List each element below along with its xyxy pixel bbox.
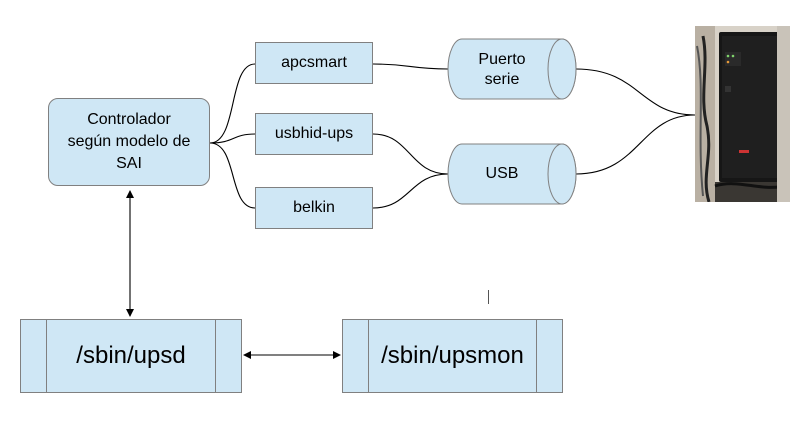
link-controller-apcsmart bbox=[209, 63, 256, 144]
driver-usbhid-ups: usbhid-ups bbox=[255, 113, 373, 155]
serial-port-label: Puerto serie bbox=[478, 51, 526, 88]
upsmon-right-bar bbox=[536, 320, 562, 392]
driver-usbhid-ups-label: usbhid-ups bbox=[274, 125, 354, 142]
serial-port-cylinder bbox=[447, 38, 577, 100]
upsmon-label: /sbin/upsmon bbox=[381, 342, 524, 369]
upsd-left-bar bbox=[21, 320, 47, 392]
ups-device-photo bbox=[695, 26, 790, 202]
link-serial-ups bbox=[575, 68, 696, 116]
usb-port-cylinder bbox=[447, 143, 577, 205]
link-apcsmart-serial bbox=[372, 63, 449, 70]
link-controller-belkin bbox=[209, 142, 256, 209]
upsmon-left-bar bbox=[343, 320, 369, 392]
link-belkin-usb bbox=[372, 173, 449, 209]
driver-apcsmart-label: apcsmart bbox=[281, 54, 347, 71]
link-usb-ups bbox=[575, 114, 696, 175]
driver-apcsmart: apcsmart bbox=[255, 42, 373, 84]
controller-label: Controlador según modelo de SAI bbox=[67, 111, 191, 172]
stray-mark bbox=[488, 290, 489, 304]
driver-belkin: belkin bbox=[255, 187, 373, 229]
link-controller-usbhid bbox=[209, 133, 256, 144]
link-usbhid-usb bbox=[372, 133, 449, 175]
usb-port-label: USB bbox=[485, 165, 519, 182]
controller-box: Controlador según modelo de SAI bbox=[48, 98, 210, 186]
upsd-label: /sbin/upsd bbox=[76, 342, 186, 369]
upsd-right-bar bbox=[215, 320, 241, 392]
upsmon-box: /sbin/upsmon bbox=[342, 319, 563, 393]
upsd-box: /sbin/upsd bbox=[20, 319, 242, 393]
driver-belkin-label: belkin bbox=[293, 199, 335, 216]
